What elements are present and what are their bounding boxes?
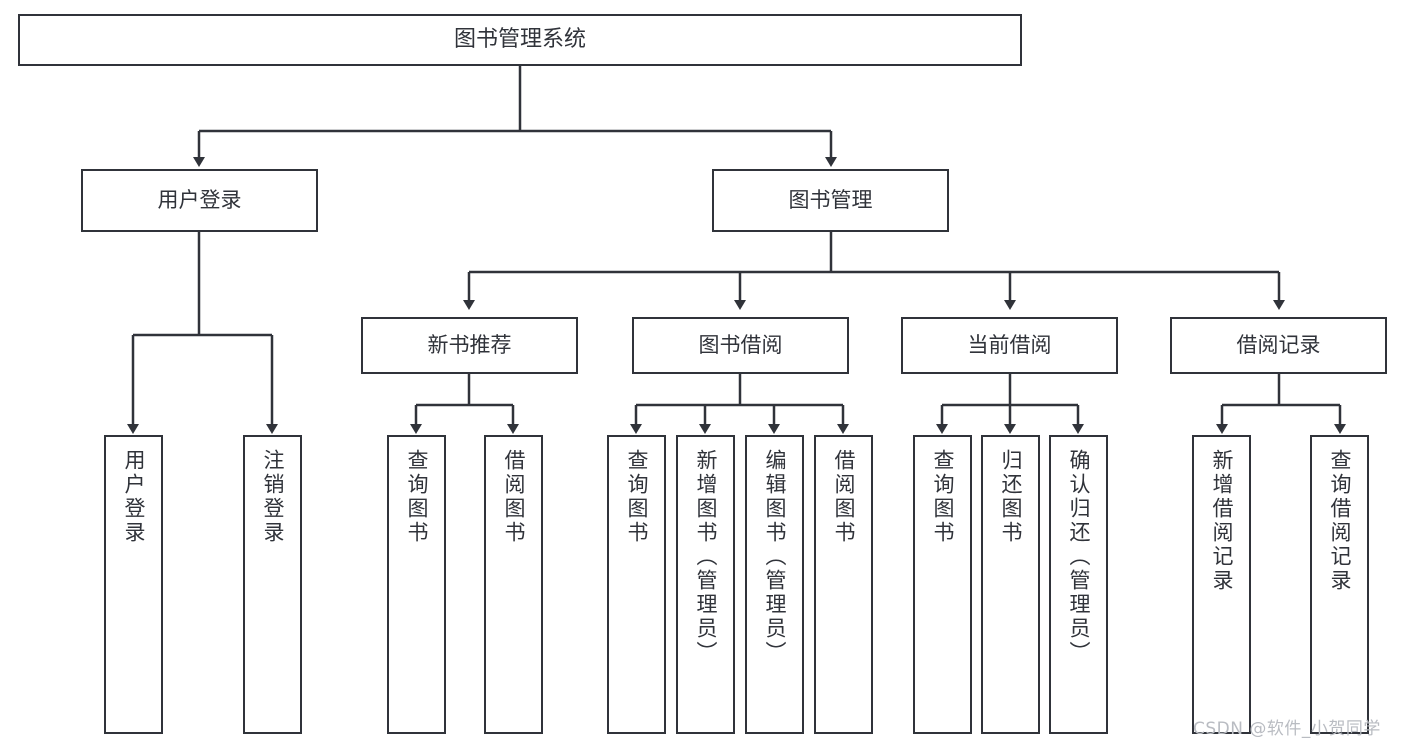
node-label: 当前借阅: [967, 332, 1052, 357]
leaf-user-login[interactable]: 用户登录: [104, 435, 163, 734]
leaf-edit-book-admin[interactable]: 编辑图书（管理员）: [745, 435, 804, 734]
node-label: 编辑图书（管理员）: [763, 449, 787, 665]
node-label: 新增借阅记录: [1210, 449, 1234, 593]
leaf-query-book-newbook[interactable]: 查询图书: [387, 435, 446, 734]
node-label: 新书推荐: [427, 332, 512, 357]
csdn-watermark: CSDN @软件_小贺同学: [1193, 719, 1381, 739]
leaf-add-borrow-record[interactable]: 新增借阅记录: [1192, 435, 1251, 734]
node-label: 注销登录: [261, 449, 285, 545]
node-label: 图书管理系统: [453, 26, 586, 52]
node-root-book-management-system[interactable]: 图书管理系统: [18, 14, 1022, 66]
node-label: 新增图书（管理员）: [694, 449, 718, 665]
node-label: 查询图书: [625, 449, 649, 545]
leaf-query-borrow-record[interactable]: 查询借阅记录: [1310, 435, 1369, 734]
node-label: 归还图书: [999, 449, 1023, 545]
leaf-logout[interactable]: 注销登录: [243, 435, 302, 734]
node-new-book-recommendation[interactable]: 新书推荐: [361, 317, 578, 374]
node-label: 用户登录: [157, 187, 242, 212]
node-label: 图书借阅: [698, 332, 783, 357]
node-label: 图书管理: [788, 187, 873, 212]
leaf-borrow-book[interactable]: 借阅图书: [814, 435, 873, 734]
node-label: 借阅记录: [1236, 332, 1321, 357]
leaf-borrow-book-newbook[interactable]: 借阅图书: [484, 435, 543, 734]
node-label: 借阅图书: [832, 449, 856, 545]
node-label: 查询借阅记录: [1328, 449, 1352, 593]
node-label: 用户登录: [122, 449, 146, 545]
node-label: 借阅图书: [502, 449, 526, 545]
node-borrow-records[interactable]: 借阅记录: [1170, 317, 1387, 374]
node-book-management[interactable]: 图书管理: [712, 169, 949, 232]
node-user-login[interactable]: 用户登录: [81, 169, 318, 232]
node-book-borrowing[interactable]: 图书借阅: [632, 317, 849, 374]
leaf-return-book[interactable]: 归还图书: [981, 435, 1040, 734]
leaf-query-book-borrow[interactable]: 查询图书: [607, 435, 666, 734]
node-label: 确认归还（管理员）: [1067, 449, 1091, 665]
leaf-confirm-return-admin[interactable]: 确认归还（管理员）: [1049, 435, 1108, 734]
node-label: 查询图书: [931, 449, 955, 545]
node-label: 查询图书: [405, 449, 429, 545]
leaf-add-book-admin[interactable]: 新增图书（管理员）: [676, 435, 735, 734]
leaf-query-book-current[interactable]: 查询图书: [913, 435, 972, 734]
node-current-borrowing[interactable]: 当前借阅: [901, 317, 1118, 374]
